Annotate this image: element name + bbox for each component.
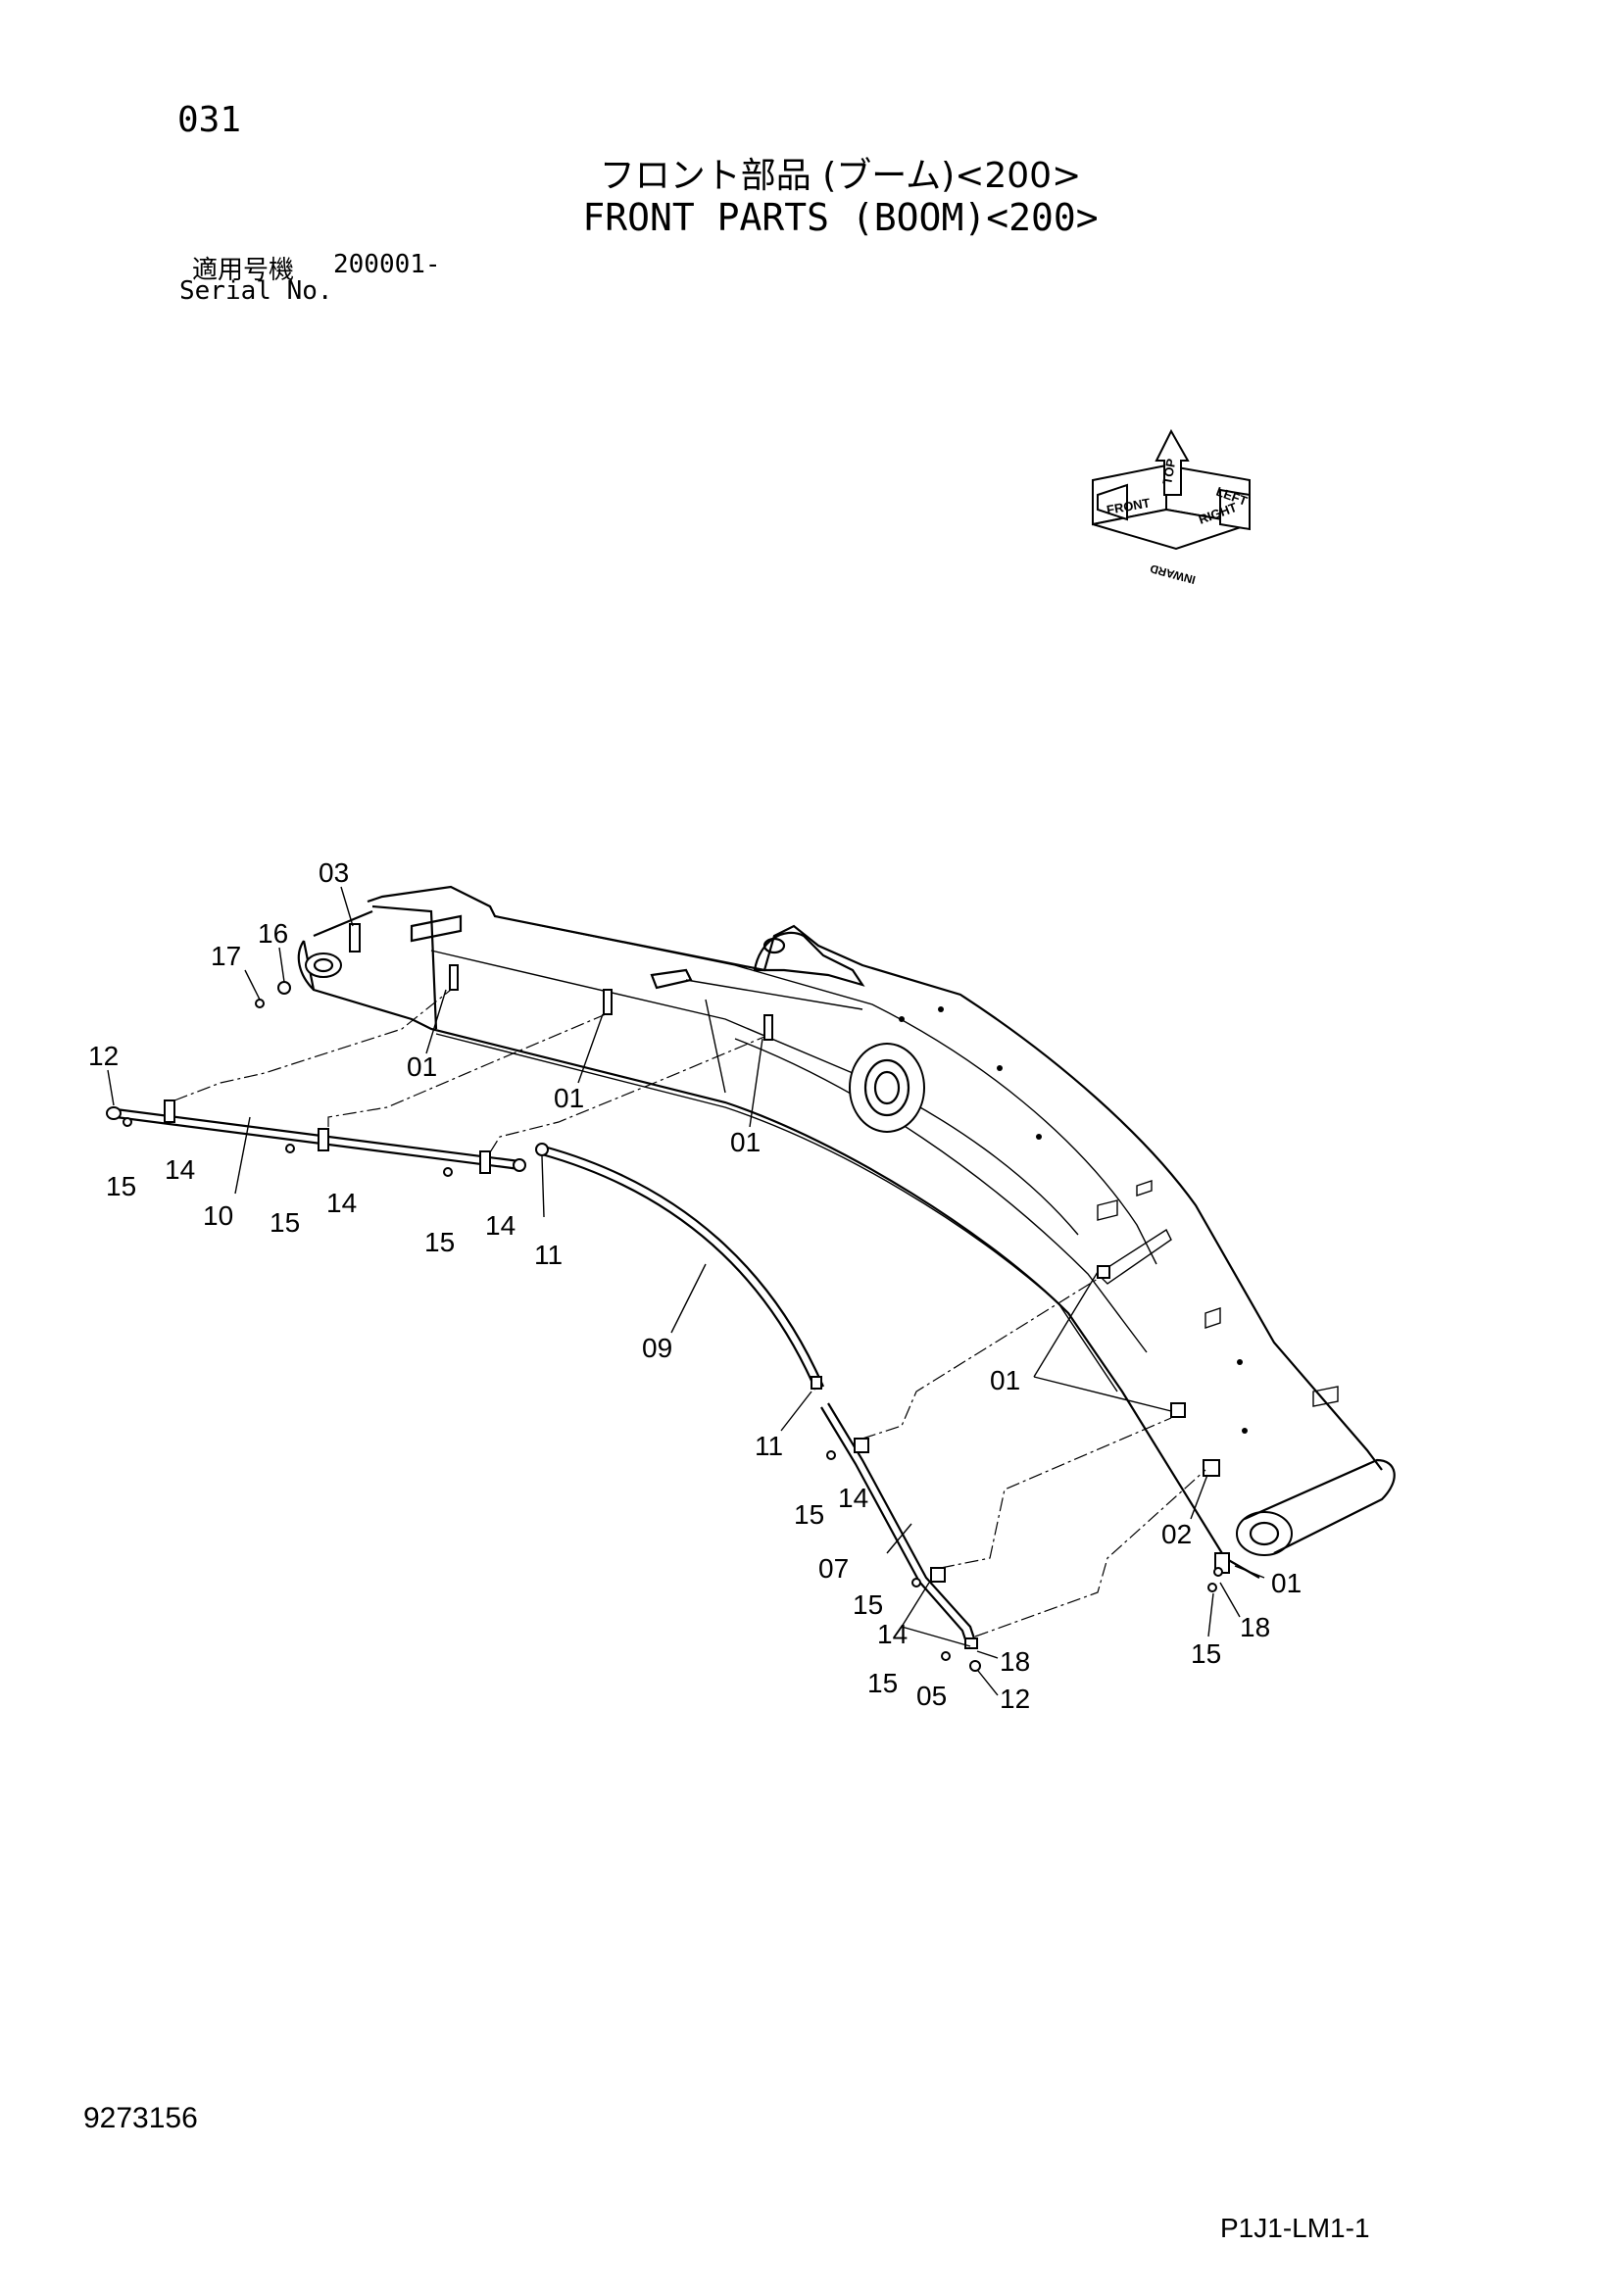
- sheet-code: P1J1-LM1-1: [1220, 2213, 1370, 2243]
- callout-15-b: 15: [270, 1207, 300, 1238]
- callout-14-d: 14: [838, 1483, 868, 1513]
- callout-15-a: 15: [106, 1171, 136, 1201]
- callout-07: 07: [818, 1553, 849, 1584]
- serial-range: 200001-: [333, 250, 441, 279]
- callout-17: 17: [211, 941, 241, 971]
- callout-11-a: 11: [534, 1240, 563, 1270]
- pipe-line-07: [820, 1402, 978, 1649]
- clamps: [123, 923, 1230, 1672]
- callout-01-e: 01: [1271, 1568, 1302, 1598]
- callout-16: 16: [258, 918, 288, 949]
- callout-18-a: 18: [1000, 1646, 1030, 1677]
- orient-label-top: TOP: [1159, 458, 1178, 486]
- orientation-cube-icon: FRONT TOP RIGHT INWARD LEFT: [1092, 428, 1251, 586]
- callout-02: 02: [1161, 1519, 1192, 1549]
- callout-09: 09: [642, 1333, 672, 1363]
- callout-01-b: 01: [554, 1083, 584, 1113]
- callout-15-e: 15: [853, 1589, 883, 1620]
- callout-18-b: 18: [1240, 1612, 1270, 1642]
- callout-labels: 03 16 17 12 01 01 01 15 14 10 15 14 15 1…: [88, 857, 1302, 1714]
- hose-09: [535, 1143, 825, 1391]
- orient-label-inward: INWARD: [1149, 562, 1197, 586]
- leader-lines: [107, 886, 1265, 1696]
- callout-01-c: 01: [730, 1127, 761, 1157]
- callout-15-g: 15: [1191, 1638, 1221, 1669]
- title-japanese: フロント部品 (ブーム)<200>: [599, 156, 1082, 196]
- serial-label-japanese: 適用号機: [192, 256, 295, 285]
- callout-15-f: 15: [867, 1668, 898, 1698]
- document-number: 9273156: [83, 2102, 198, 2134]
- serial-label-english: Serial No.: [179, 276, 333, 306]
- callout-01-d: 01: [990, 1365, 1020, 1395]
- callout-15-d: 15: [794, 1499, 824, 1530]
- callout-14-a: 14: [165, 1154, 195, 1185]
- callout-11-b: 11: [755, 1431, 783, 1461]
- projection-lines: [173, 989, 1206, 1637]
- callout-14-e: 14: [877, 1619, 908, 1649]
- callout-12-rear: 12: [1000, 1684, 1030, 1714]
- boom-body: [297, 885, 1396, 1579]
- callout-12-front: 12: [88, 1041, 119, 1071]
- callout-14-b: 14: [326, 1188, 357, 1218]
- page-number: 031: [177, 100, 242, 140]
- callout-14-c: 14: [485, 1210, 516, 1241]
- callout-10: 10: [203, 1200, 233, 1231]
- title-english: FRONT PARTS (BOOM)<200>: [582, 196, 1099, 239]
- callout-01-a: 01: [407, 1051, 437, 1082]
- callout-15-c: 15: [424, 1227, 455, 1257]
- callout-05: 05: [916, 1681, 947, 1711]
- callout-03: 03: [319, 857, 349, 888]
